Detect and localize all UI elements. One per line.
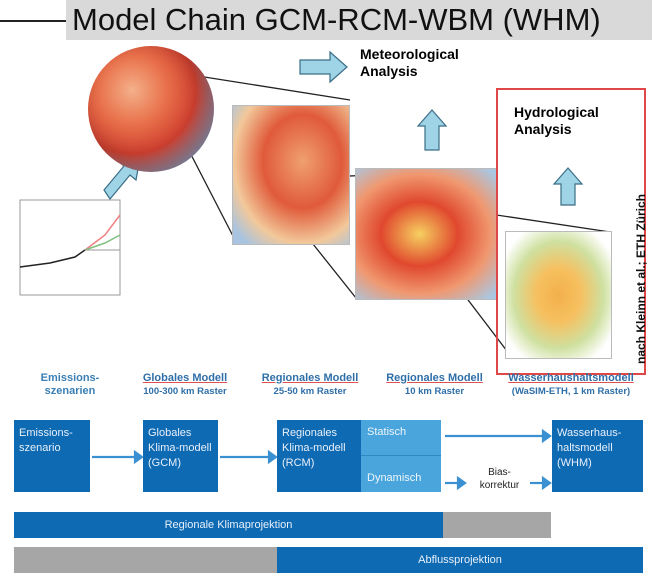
meteorological-analysis-label: Meteorological Analysis	[360, 46, 459, 79]
credit-text: nach Kleinn et al.; ETH Zürich	[634, 193, 648, 365]
europe-map-regional	[232, 105, 350, 245]
up-arrow-icon	[416, 109, 448, 151]
runoff-projection-bar: Abflussprojektion	[277, 547, 643, 573]
header-line: Regionales Modell	[386, 372, 483, 384]
header-line: 10 km Raster	[404, 386, 465, 397]
header-line: Wasserhaushaltsmodell	[508, 372, 634, 384]
page-title: Model Chain GCM-RCM-WBM (WHM)	[66, 0, 652, 40]
header-line: Regionales Modell	[261, 372, 359, 384]
right-arrow-icon	[299, 50, 348, 84]
globe-image	[88, 46, 214, 172]
header-global-model: Globales Modell 100-300 km Raster	[120, 372, 250, 398]
gcm-box: Globales Klima-modell (GCM)	[143, 420, 218, 492]
emission-scenario-box: Emissions-szenario	[14, 420, 90, 492]
statisch-box: Statisch	[361, 420, 441, 456]
bias-correction-label: Bias-korrektur	[479, 467, 520, 491]
co2-chart-thumbnail	[19, 199, 121, 296]
header-line: 25-50 km Raster	[273, 386, 347, 397]
header-emissions: Emissions- szenarien	[20, 372, 120, 398]
projection-gap-bar	[14, 547, 277, 573]
header-regional-model-10: Regionales Modell 10 km Raster	[372, 372, 497, 398]
header-line: szenarien	[44, 385, 96, 397]
header-line: (WaSIM-ETH, 1 km Raster)	[511, 386, 631, 397]
header-line: Globales Modell	[142, 372, 228, 384]
alps-map-regional	[355, 168, 498, 300]
header-line: 100-300 km Raster	[143, 386, 227, 397]
whm-box: Wasserhaus-haltsmodell (WHM)	[552, 420, 643, 492]
dynamisch-box: Dynamisch	[361, 456, 441, 492]
projection-gap-bar	[443, 512, 551, 538]
header-line: Emissions-	[40, 372, 100, 384]
up-arrow-icon	[552, 167, 584, 206]
rcm-box: Regionales Klima-modell (RCM)	[277, 420, 361, 492]
hydrological-frame	[496, 88, 646, 375]
header-water-balance-model: Wasserhaushaltsmodell (WaSIM-ETH, 1 km R…	[496, 372, 646, 398]
hydrological-analysis-label: Hydrological Analysis	[514, 104, 599, 137]
regional-climate-projection-bar: Regionale Klimaprojektion	[14, 512, 443, 538]
title-rule	[0, 20, 66, 22]
header-regional-model-25-50: Regionales Modell 25-50 km Raster	[245, 372, 375, 398]
catchment-map	[505, 231, 612, 359]
